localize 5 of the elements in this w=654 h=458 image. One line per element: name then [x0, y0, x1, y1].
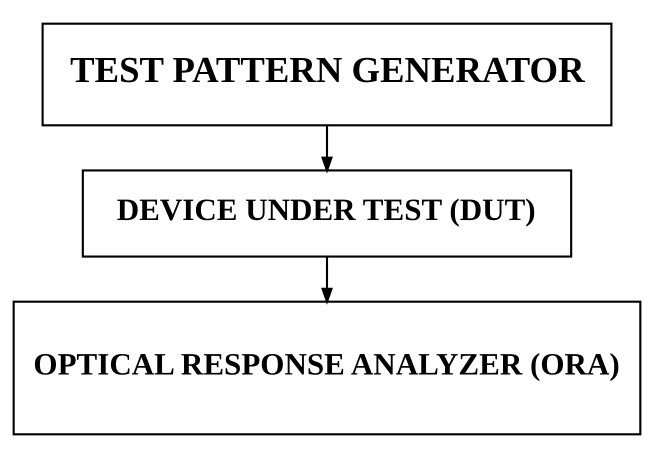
arrow: [321, 125, 333, 174]
node-box: DEVICE UNDER TEST (DUT): [82, 169, 572, 258]
node-box: TEST PATTERN GENERATOR: [42, 22, 612, 126]
node-box: OPTICAL RESPONSE ANALYZER (ORA): [12, 300, 642, 436]
arrow: [321, 256, 333, 305]
